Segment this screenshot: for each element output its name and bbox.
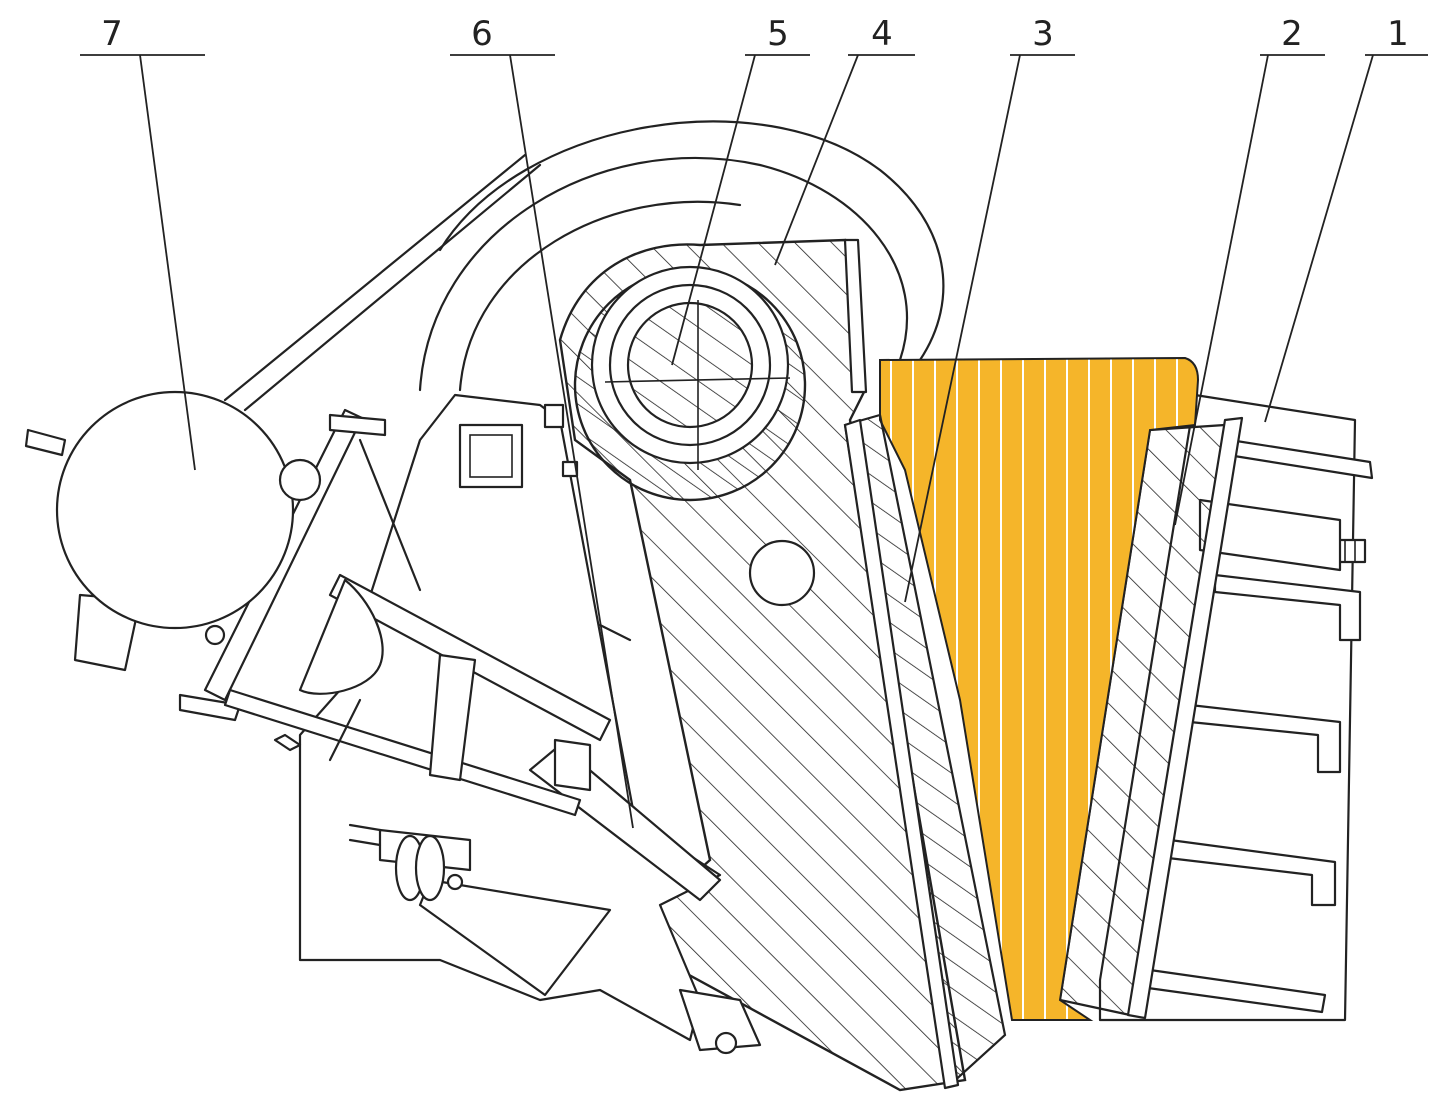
callout-leaders <box>80 54 1428 829</box>
fixed-jaw-plate <box>1058 416 1244 1020</box>
drive-belt <box>223 153 542 412</box>
callout-6: 6 <box>471 14 493 54</box>
callout-1: 1 <box>1387 14 1409 54</box>
eccentric-shaft <box>573 265 807 502</box>
callout-numbers: 7 6 5 4 3 2 1 <box>101 14 1409 54</box>
callout-7: 7 <box>101 14 123 54</box>
flywheel <box>418 120 945 392</box>
crushing-chamber <box>879 356 1200 1021</box>
callout-5: 5 <box>767 14 789 54</box>
motor <box>24 390 322 672</box>
callout-2: 2 <box>1281 14 1303 54</box>
callout-4: 4 <box>871 14 893 54</box>
callout-3: 3 <box>1032 14 1054 54</box>
